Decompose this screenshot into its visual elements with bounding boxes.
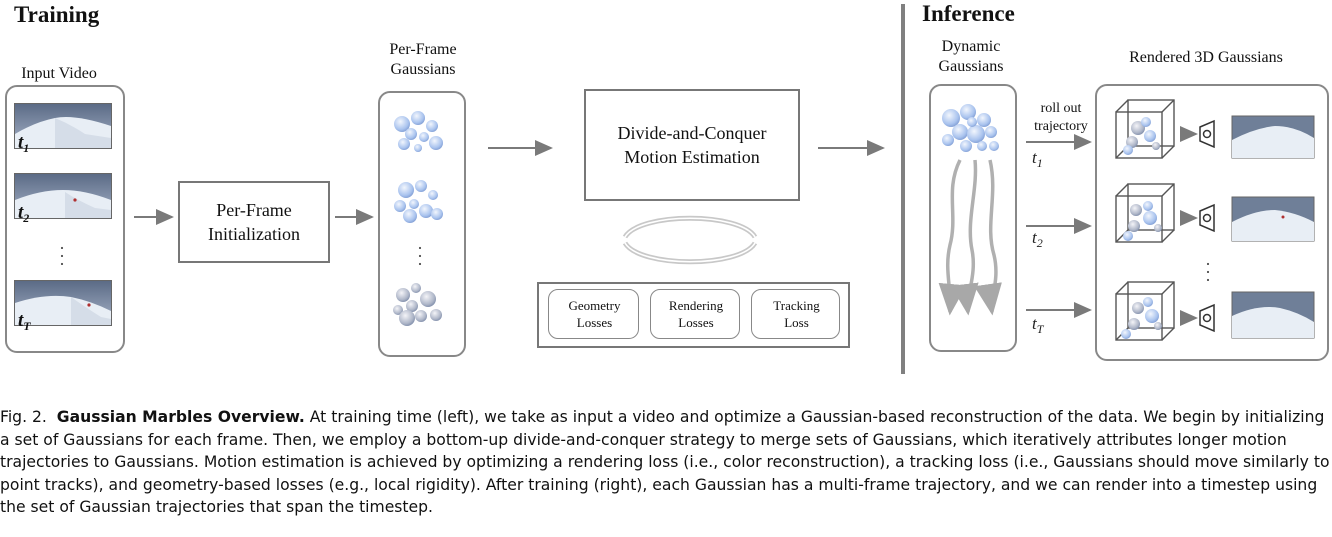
cube-t1: [1115, 99, 1175, 159]
rendered-3d-gaussians-label: Rendered 3D Gaussians: [1129, 49, 1283, 66]
training-title: Training: [14, 2, 100, 27]
per-frame-init-box: [178, 181, 330, 263]
rendered-frame-tT: [1231, 291, 1315, 339]
camera-icon-tT: [1199, 303, 1215, 333]
diagram-connectors: [134, 99, 1315, 341]
frame-label-tT: tT: [18, 310, 31, 333]
rendering-losses-box: [650, 289, 740, 339]
tracking-loss-label: Tracking Loss: [773, 298, 820, 330]
gaussian-cluster-2: [394, 180, 443, 223]
frames-ellipsis: ···: [59, 238, 65, 274]
cube-t2-marbles: [1123, 201, 1162, 241]
inference-title: Inference: [922, 1, 1015, 26]
dynamic-gaussians-panel: [929, 84, 1017, 352]
caption-body: At training time (left), we take as inpu…: [0, 408, 1330, 516]
video-frame-1: [14, 103, 112, 149]
tracking-loss-box: [751, 289, 840, 339]
figure-caption: Fig. 2. Gaussian Marbles Overview. At tr…: [0, 406, 1332, 519]
geometry-losses-label: Geometry Losses: [568, 298, 621, 330]
cube-t1-marbles: [1123, 117, 1160, 155]
video-frame-2: [14, 173, 112, 219]
section-divider: [901, 4, 905, 374]
rollout-trajectory-label: roll out trajectory: [1034, 101, 1088, 134]
trajectory-3: [974, 159, 1002, 316]
divide-conquer-label: Divide-and-Conquer Motion Estimation: [617, 123, 767, 167]
camera-icon-t2: [1199, 203, 1215, 233]
gaussian-cluster-1: [394, 111, 443, 152]
dynamic-gaussian-cluster: [942, 104, 999, 152]
cube-tT-marbles: [1121, 297, 1162, 339]
time-label-tT: tT: [1032, 314, 1044, 336]
per-frame-gaussians-label: Per-Frame Gaussians: [389, 41, 457, 78]
time-label-t2: t2: [1032, 228, 1043, 250]
rendered-3d-gaussians-panel: [1095, 84, 1329, 361]
rendering-losses-label: Rendering Losses: [668, 298, 724, 330]
per-frame-init-label: Per-Frame Initialization: [208, 200, 300, 244]
trajectory-2: [950, 159, 979, 316]
cycle-loop-top: [622, 215, 758, 239]
caption-title: Gaussian Marbles Overview.: [56, 408, 305, 426]
rendered-ellipsis: ···: [1205, 254, 1211, 290]
input-video-label: Input Video: [21, 65, 97, 82]
dynamic-gaussians-label: Dynamic Gaussians: [938, 38, 1004, 75]
frame-label-t1: t1: [18, 132, 30, 155]
rendered-frame-t1: [1231, 115, 1315, 159]
trajectory-1: [938, 159, 967, 316]
divide-conquer-box: [584, 89, 800, 201]
camera-icon-t1: [1199, 119, 1215, 149]
per-frame-gaussians-panel: [378, 91, 466, 357]
gaussians-ellipsis: ···: [417, 238, 423, 274]
gaussian-cluster-T: [393, 283, 442, 326]
video-frame-T: [14, 280, 112, 326]
cube-t2: [1115, 183, 1175, 243]
rendered-frame-t2: [1231, 196, 1315, 242]
caption-prefix: Fig. 2.: [0, 408, 47, 426]
cycle-loop-bottom: [622, 241, 758, 265]
time-label-t1: t1: [1032, 148, 1043, 170]
geometry-losses-box: [548, 289, 639, 339]
frame-label-t2: t2: [18, 202, 30, 225]
